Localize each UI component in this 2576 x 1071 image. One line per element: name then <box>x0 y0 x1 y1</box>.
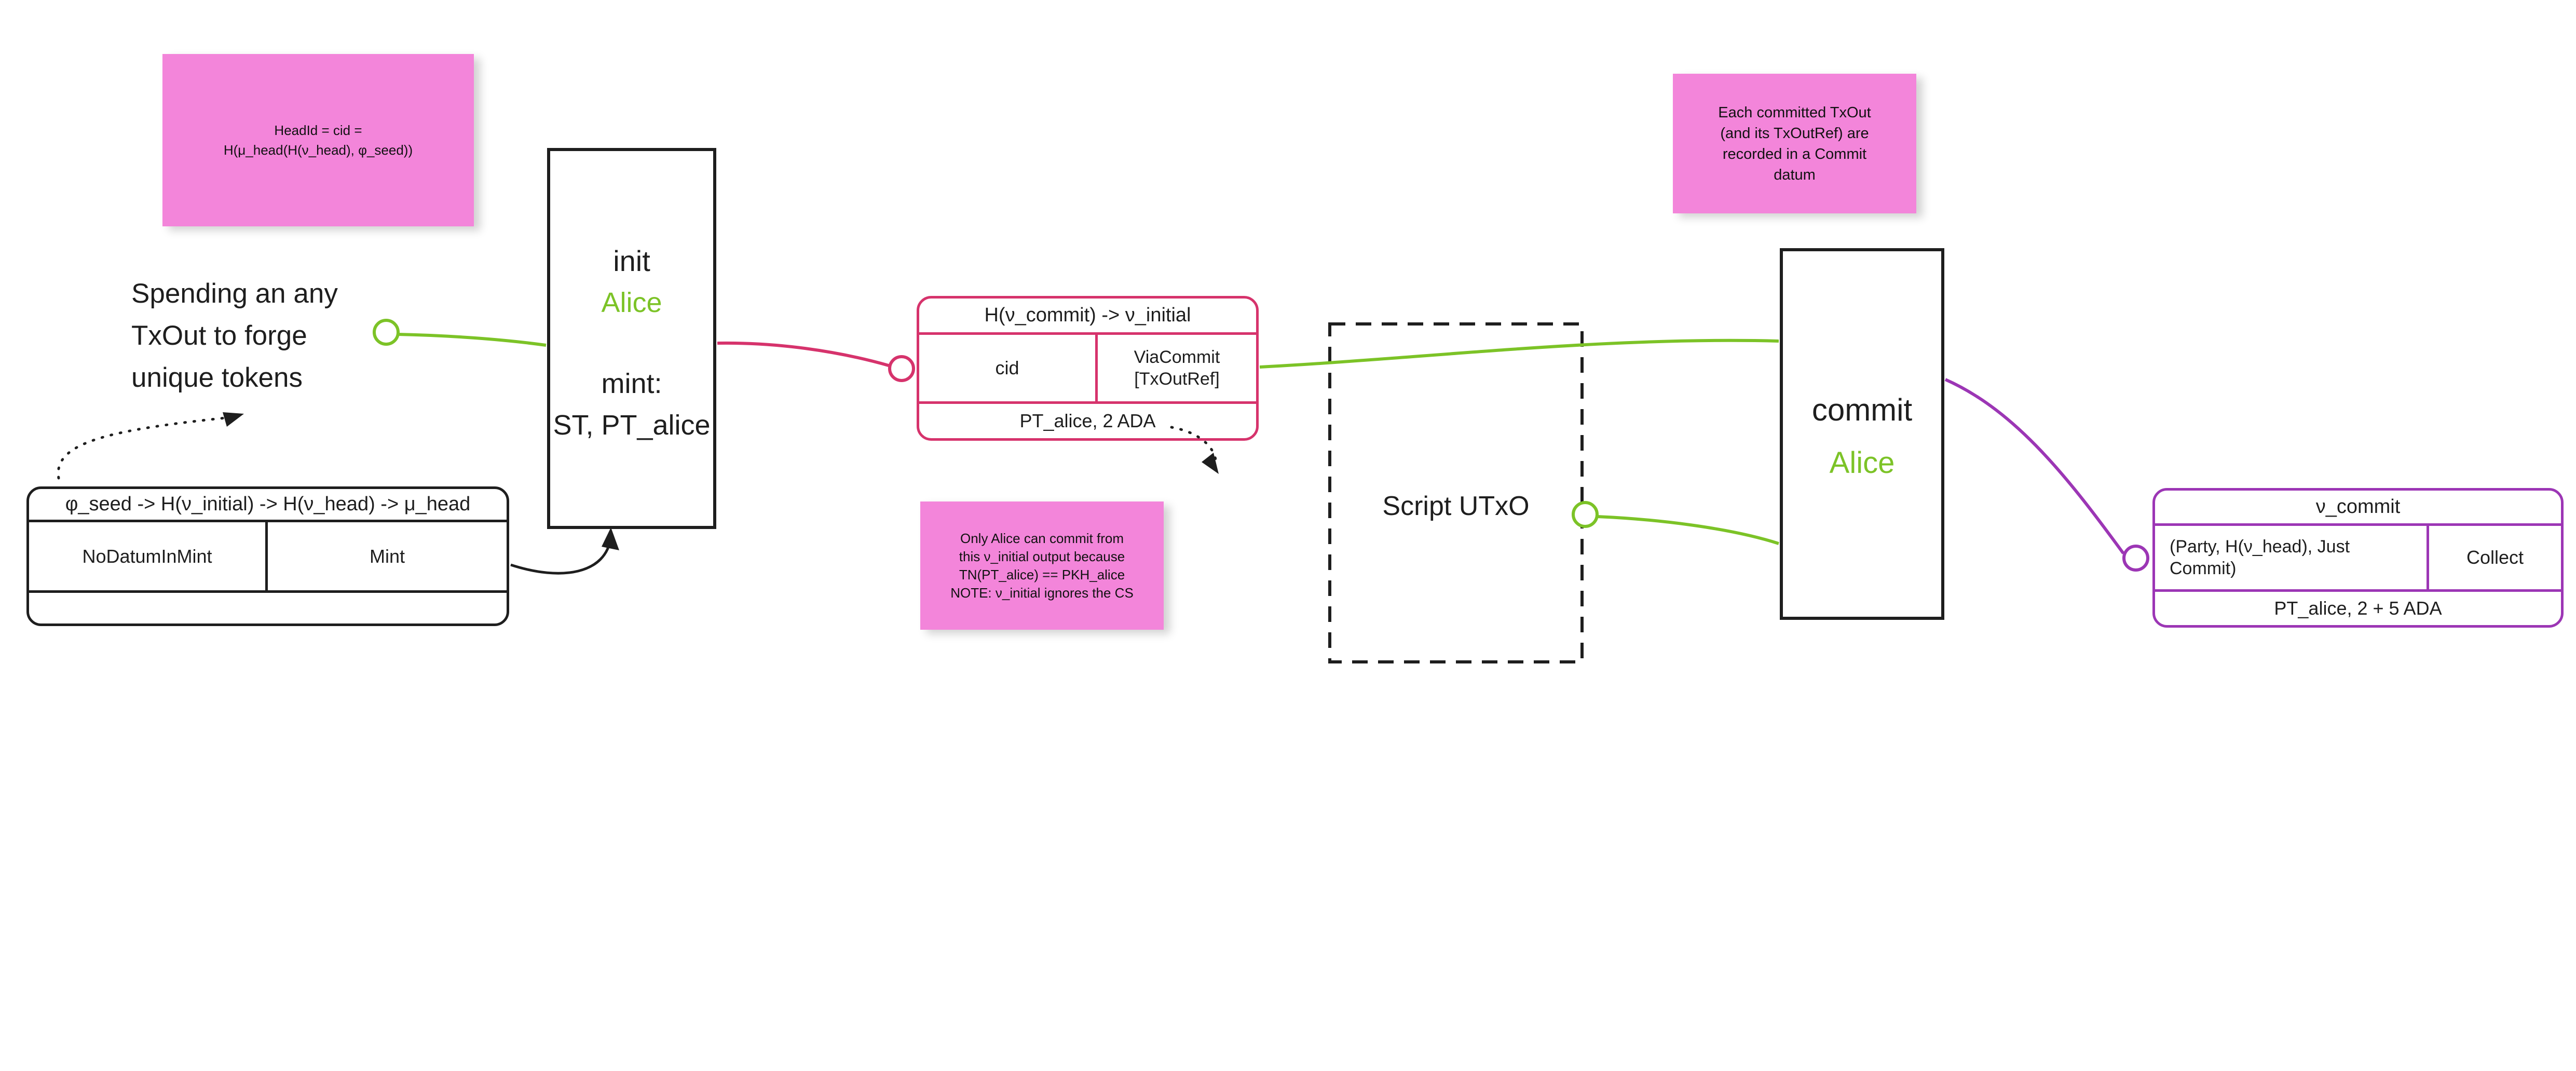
tx-init-mint-label: mint: <box>601 368 662 399</box>
tx-commit-box: commit Alice <box>1780 248 1944 620</box>
sticky-note-only-alice: Only Alice can commit from this ν_initia… <box>920 501 1164 630</box>
sticky-note-only-alice-text: Only Alice can commit from this ν_initia… <box>950 530 1134 601</box>
utxo-box-commit: ν_commit (Party, H(ν_head), Just Commit)… <box>2152 488 2564 628</box>
utxo-box-seed-cells: NoDatumInMint Mint <box>29 522 507 593</box>
utxo-box-initial-cell-cid: cid <box>995 357 1019 378</box>
tx-commit-name: commit <box>1811 392 1913 427</box>
tx-init-name: init <box>613 245 650 277</box>
script-utxo-dashed-border <box>1328 322 1584 663</box>
utxo-box-initial-footer: PT_alice, 2 ADA <box>1019 410 1156 431</box>
utxo-box-seed-cell-nodatuminmint: NoDatumInMint <box>82 545 212 567</box>
tx-commit-actor: Alice <box>1829 446 1895 480</box>
utxo-box-commit-footer: PT_alice, 2 + 5 ADA <box>2274 598 2442 619</box>
utxo-box-initial-cells: cid ViaCommit [TxOutRef] <box>919 335 1256 404</box>
spending-label: Spending an any TxOut to forge unique to… <box>131 278 338 393</box>
tx-init-actor: Alice <box>601 287 662 318</box>
sticky-note-headid-text: HeadId = cid = H(μ_head(H(ν_head), φ_see… <box>223 123 413 158</box>
script-utxo-label: Script UTxO <box>1382 491 1530 521</box>
tx-init-mint-value: ST, PT_alice <box>553 410 711 441</box>
utxo-box-commit-header: ν_commit <box>2155 491 2561 526</box>
utxo-box-commit-cell-party: (Party, H(ν_head), Just Commit) <box>2170 537 2350 578</box>
sticky-note-headid: HeadId = cid = H(μ_head(H(ν_head), φ_see… <box>162 54 474 226</box>
utxo-box-seed-footer <box>29 593 507 623</box>
utxo-box-commit-cells: (Party, H(ν_head), Just Commit) Collect <box>2155 526 2561 592</box>
dashed-rect <box>1328 322 1584 663</box>
utxo-box-initial-header: H(ν_commit) -> ν_initial <box>919 299 1256 335</box>
utxo-box-seed-header: φ_seed -> H(ν_initial) -> H(ν_head) -> μ… <box>29 489 507 522</box>
tx-init-box: init Alice mint: ST, PT_alice <box>547 148 716 529</box>
utxo-box-seed-cell-mint: Mint <box>265 522 507 590</box>
script-utxo-box: Script UTxO <box>1328 322 1584 664</box>
sticky-note-commit-datum-text: Each committed TxOut (and its TxOutRef) … <box>1718 104 1871 183</box>
utxo-box-seed: φ_seed -> H(ν_initial) -> H(ν_head) -> μ… <box>26 486 509 626</box>
utxo-box-commit-cell-collect: Collect <box>2427 526 2561 589</box>
utxo-box-initial-cell-viacommit: ViaCommit [TxOutRef] <box>1095 335 1256 401</box>
sticky-note-commit-datum: Each committed TxOut (and its TxOutRef) … <box>1673 74 1916 213</box>
utxo-box-initial: H(ν_commit) -> ν_initial cid ViaCommit [… <box>917 296 1259 441</box>
